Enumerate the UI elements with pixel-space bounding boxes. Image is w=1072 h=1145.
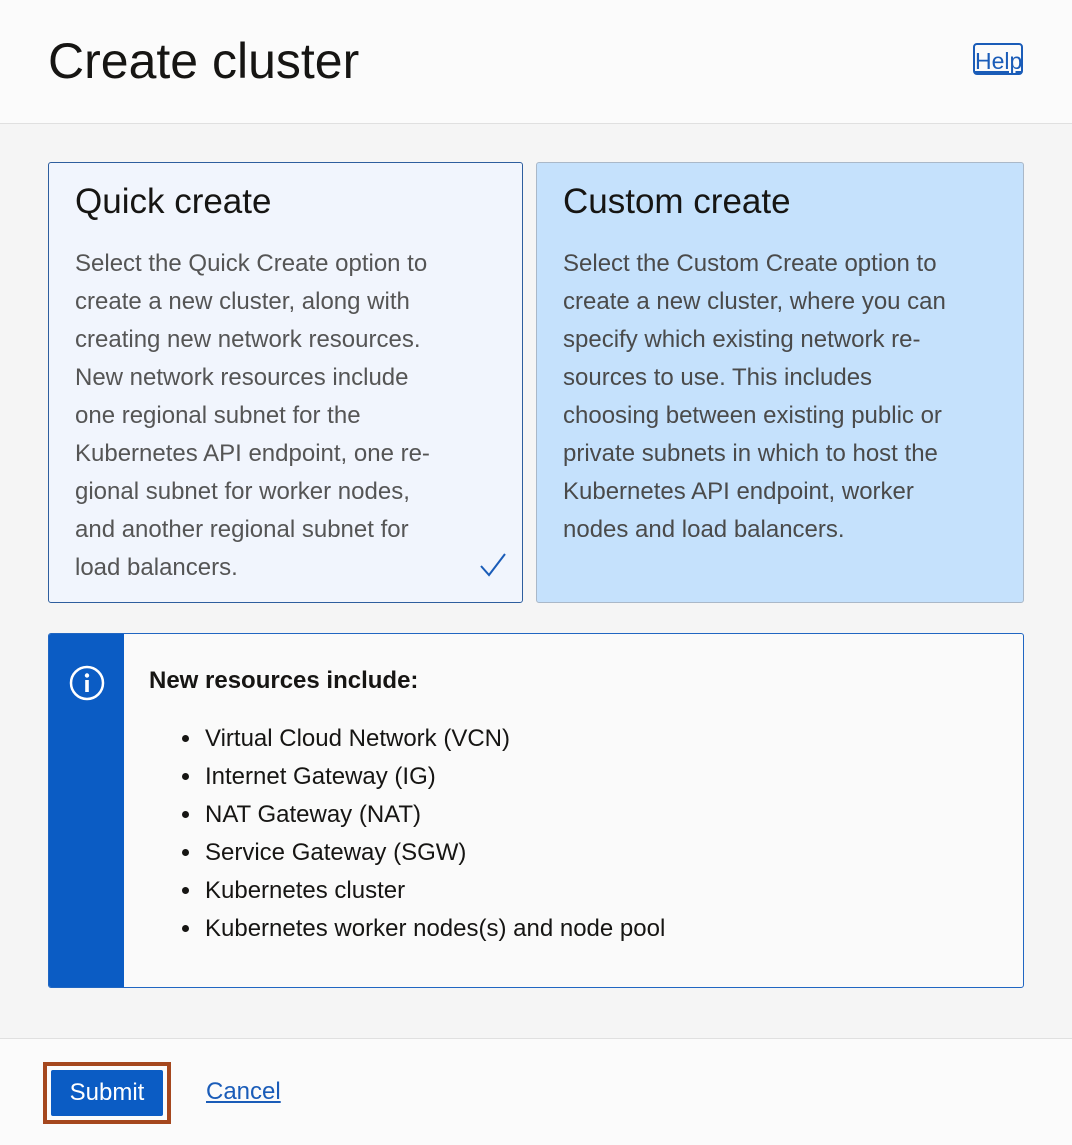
custom-create-title: Custom create [563,182,791,221]
info-stripe [49,634,124,987]
quick-create-option[interactable]: Quick create Select the Quick Create opt… [48,162,523,603]
page-footer: Submit Cancel [0,1038,1072,1145]
list-item: Kubernetes worker nodes(s) and node pool [203,910,665,948]
list-item: Kubernetes cluster [203,872,665,910]
list-item: Service Gateway (SGW) [203,834,665,872]
page-title: Create cluster [48,33,360,89]
help-link[interactable]: Help [973,43,1023,75]
submit-highlight: Submit [43,1062,171,1124]
info-heading: New resources include: [149,667,419,694]
list-item: Virtual Cloud Network (VCN) [203,720,665,758]
custom-create-option[interactable]: Custom create Select the Custom Create o… [536,162,1024,603]
quick-create-title: Quick create [75,182,272,221]
info-icon [69,665,105,701]
page-header: Create cluster Help [0,0,1072,124]
info-message-box: New resources include: Virtual Cloud Net… [48,633,1024,988]
cancel-link[interactable]: Cancel [206,1078,281,1105]
checkmark-icon [480,553,506,577]
list-item: Internet Gateway (IG) [203,758,665,796]
list-item: NAT Gateway (NAT) [203,796,665,834]
resource-list: Virtual Cloud Network (VCN) Internet Gat… [203,720,665,948]
submit-button[interactable]: Submit [51,1070,163,1116]
